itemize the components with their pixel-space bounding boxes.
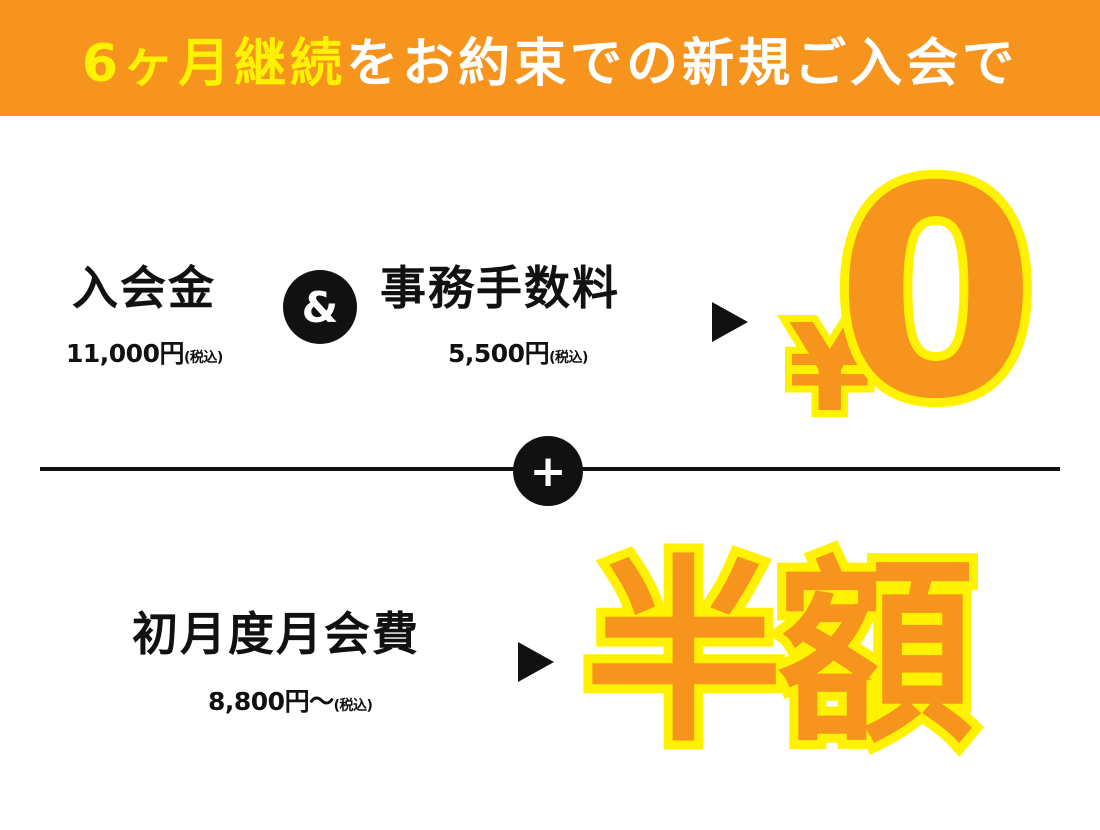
zero-yen-value: 0 [826, 126, 1046, 463]
admission-fee-price: 11,000円(税込) [66, 334, 223, 370]
banner-text: をお約束での新規ご入会で [346, 33, 1019, 94]
ampersand-badge: & [283, 270, 357, 344]
tax-note: (税込) [333, 698, 373, 714]
campaign-banner: 6ヶ月継続をお約束での新規ご入会で [0, 0, 1100, 116]
tax-note: (税込) [183, 350, 223, 366]
admission-fee-label: 入会金 [72, 261, 216, 315]
arrow-right-icon [518, 642, 554, 682]
admin-fee-price: 5,500円(税込) [448, 334, 588, 370]
admission-fee-amount: 11,000円 [66, 339, 184, 368]
half-price-text: 半額 [576, 538, 984, 769]
yen-symbol: ¥ [781, 293, 878, 446]
arrow-right-icon [712, 302, 748, 342]
admin-fee-amount: 5,500円 [448, 339, 550, 368]
plus-badge: + [513, 436, 583, 506]
admin-fee-label: 事務手数料 [380, 261, 620, 315]
first-month-fee-amount: 8,800円〜 [208, 687, 334, 716]
tax-note: (税込) [549, 350, 588, 366]
first-month-fee-label: 初月度月会費 [132, 607, 420, 661]
banner-highlight: 6ヶ月継続 [81, 33, 347, 94]
first-month-fee-price: 8,800円〜(税込) [208, 682, 373, 718]
